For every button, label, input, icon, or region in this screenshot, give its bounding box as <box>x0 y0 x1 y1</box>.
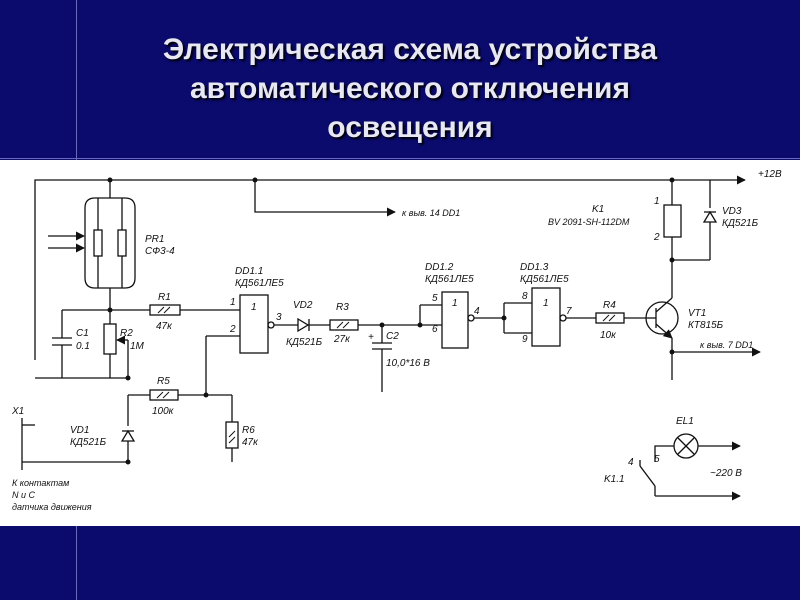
label-k1-1-name: K1.1 <box>604 474 625 485</box>
resistor-r5 <box>149 389 179 401</box>
label-dd1-3-pin-8: 8 <box>522 291 528 302</box>
wire-to-dd1-14 <box>254 180 396 217</box>
label-dd1-2-pin-6: 6 <box>432 324 438 335</box>
diode-vd3 <box>702 210 718 223</box>
label-to-dd1-14: к выв. 14 DD1 <box>402 208 460 218</box>
label-c2-name: C2 <box>386 331 399 342</box>
label-c2-value: 10,0*16 В <box>386 358 430 369</box>
label-c1-name: C1 <box>76 328 89 339</box>
diode-vd1 <box>120 429 136 442</box>
slide-title: Электрическая схема устройства автоматич… <box>162 33 658 144</box>
label-dd1-1-symbol: 1 <box>251 302 257 313</box>
label-dd1-3-type: КД561ЛЕ5 <box>520 274 569 285</box>
wire-supply-rail <box>34 175 746 360</box>
label-pr1-type: СФ3-4 <box>145 246 175 257</box>
label-mains: ~220 В <box>710 468 742 479</box>
label-r2-name: R2 <box>120 328 133 339</box>
label-r4-value: 10к <box>600 330 617 341</box>
logic-gate-dd1-3 <box>531 287 561 347</box>
label-to-dd1-7: к выв. 7 DD1 <box>700 340 753 350</box>
label-dd1-3-symbol: 1 <box>543 298 549 309</box>
label-pr1-name: PR1 <box>145 234 164 245</box>
label-r6-value: 47к <box>242 437 259 448</box>
label-vd3-type: КД521Б <box>722 218 759 229</box>
resistor-r3 <box>329 319 359 331</box>
label-dd1-1-name: DD1.1 <box>235 266 263 277</box>
label-dd1-1-pin-2: 2 <box>229 324 236 335</box>
label-supply: +12В <box>758 169 782 180</box>
label-r1-value: 47к <box>156 321 173 332</box>
label-dd1-1-pin-1: 1 <box>230 297 236 308</box>
relay-k1-coil <box>663 204 682 238</box>
label-vd2-type: КД521Б <box>286 337 323 348</box>
label-r3-name: R3 <box>336 302 349 313</box>
resistor-r6 <box>225 421 239 449</box>
label-dd1-2-symbol: 1 <box>452 298 458 309</box>
label-x1-name: X1 <box>11 406 24 417</box>
label-k1-coil-pin-2: 2 <box>653 232 660 243</box>
photoresistor-pr1-element-a <box>93 229 103 257</box>
label-k1-coil-pin-1: 1 <box>654 196 660 207</box>
relay-contact-k1-1 <box>639 465 656 487</box>
label-vd1-type: КД521Б <box>70 437 107 448</box>
label-dd1-3-name: DD1.3 <box>520 262 549 273</box>
label-dd1-1-type: КД561ЛЕ5 <box>235 278 284 289</box>
circuit-schematic: +12В к выв. 14 DD1 PR1 СФ3-4 R1 47к C1 0… <box>11 169 782 512</box>
label-sensor-note-3: датчика движения <box>12 502 92 512</box>
transistor-vt1 <box>645 301 679 335</box>
label-r5-value: 100к <box>152 406 175 417</box>
label-k1-1-pin-5: 5 <box>654 454 660 465</box>
label-dd1-2-type: КД561ЛЕ5 <box>425 274 474 285</box>
gate-dd1-1-inversion <box>267 321 275 329</box>
label-c1-value: 0.1 <box>76 341 90 352</box>
title-band <box>0 0 800 160</box>
resistor-r1 <box>149 304 181 316</box>
label-sensor-note-1: К контактам <box>12 478 69 488</box>
label-dd1-2-pin-4: 4 <box>474 306 480 317</box>
label-c2-plus: + <box>368 332 374 343</box>
label-dd1-3-pin-9: 9 <box>522 334 528 345</box>
label-vt1-name: VT1 <box>688 308 706 319</box>
label-r6-name: R6 <box>242 425 255 436</box>
label-k1-type: BV 2091-SH-112DM <box>548 217 630 227</box>
diode-vd2 <box>297 317 310 333</box>
circuit-diagram: +12В к выв. 14 DD1 PR1 СФ3-4 R1 47к C1 0… <box>0 160 800 526</box>
photoresistor-pr1-element-b <box>117 229 127 257</box>
label-r4-name: R4 <box>603 300 616 311</box>
label-dd1-1-pin-3: 3 <box>276 312 282 323</box>
label-vd1-name: VD1 <box>70 425 89 436</box>
label-k1-name: K1 <box>592 204 604 215</box>
label-dd1-2-pin-5: 5 <box>432 293 438 304</box>
label-vt1-type: КТ815Б <box>688 320 724 331</box>
bottom-band <box>0 526 800 600</box>
resistor-r2 <box>103 323 117 355</box>
label-k1-1-pin-4: 4 <box>628 457 634 468</box>
label-dd1-3-pin-7: 7 <box>566 306 572 317</box>
photoresistor-pr1-body <box>84 197 136 289</box>
label-r5-name: R5 <box>157 376 170 387</box>
bottom-divider-vertical <box>76 526 77 600</box>
label-r3-value: 27к <box>333 334 351 345</box>
label-vd2-name: VD2 <box>293 300 313 311</box>
label-sensor-note-2: N и С <box>12 490 36 500</box>
label-vd3-name: VD3 <box>722 206 742 217</box>
label-el1-name: EL1 <box>676 416 694 427</box>
title-divider-horizontal <box>0 158 800 159</box>
label-r1-name: R1 <box>158 292 171 303</box>
resistor-r4 <box>595 312 625 324</box>
title-divider-vertical <box>76 0 77 160</box>
label-r2-value: 1М <box>130 341 145 352</box>
label-dd1-2-name: DD1.2 <box>425 262 454 273</box>
